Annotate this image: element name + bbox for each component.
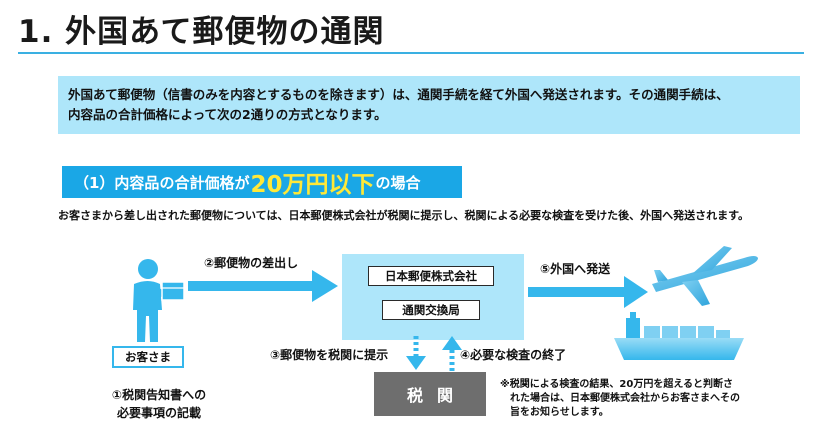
page-title: 1. 外国あて郵便物の通関: [18, 14, 385, 50]
step2-label: ②郵便物の差出し: [204, 256, 299, 270]
step3-arrow: [406, 336, 426, 370]
step3-label: ③郵便物を税関に提示: [270, 348, 389, 362]
customer-person-icon: [133, 259, 185, 342]
post-company-label: 日本郵便株式会社: [368, 266, 494, 286]
airplane-icon: [652, 246, 758, 306]
intro-line-1: 外国あて郵便物（信書のみを内容とするものを除きます）は、通関手続を経て外国へ発送…: [68, 87, 729, 102]
step5-label: ⑤外国へ発送: [540, 262, 611, 276]
customs-box: 税関: [374, 372, 486, 416]
lead-text: お客さまから差し出された郵便物については、日本郵便株式会社が税関に提示し、税関に…: [58, 209, 750, 222]
step4-arrow: [442, 336, 462, 372]
intro-box: 外国あて郵便物（信書のみを内容とするものを除きます）は、通関手続を経て外国へ発送…: [58, 76, 800, 134]
step1-line-1: ①税関告知書への: [111, 388, 207, 402]
note-line-2: れた場合は、日本郵便株式会社からお客さまへその: [510, 393, 740, 404]
exchange-office-label: 通関交換局: [382, 300, 480, 320]
section-header-prefix: （1）内容品の合計価格が: [74, 173, 250, 192]
note-text: ※税関による検査の結果、20万円を超えると判断さ れた場合は、日本郵便株式会社か…: [500, 378, 770, 420]
ship-icon: [614, 312, 744, 360]
section-header-highlight: 20万円以下: [250, 172, 375, 198]
step4-label: ④必要な検査の終了: [460, 348, 567, 362]
title-underline: [18, 52, 804, 54]
step2-arrow: [188, 270, 338, 302]
step1-line-2: 必要事項の記載: [116, 406, 201, 420]
section-header: （1）内容品の合計価格が 20万円以下 の場合: [62, 166, 462, 198]
intro-line-2: 内容品の合計価格によって次の2通りの方式となります。: [68, 107, 387, 122]
section-header-suffix: の場合: [375, 173, 421, 192]
note-line-3: 旨をお知らせします。: [510, 407, 609, 418]
step1-text: ①税関告知書への 必要事項の記載: [104, 386, 214, 422]
step5-arrow: [528, 276, 648, 308]
customer-label: お客さま: [112, 346, 184, 368]
note-line-1: ※税関による検査の結果、20万円を超えると判断さ: [500, 379, 734, 390]
